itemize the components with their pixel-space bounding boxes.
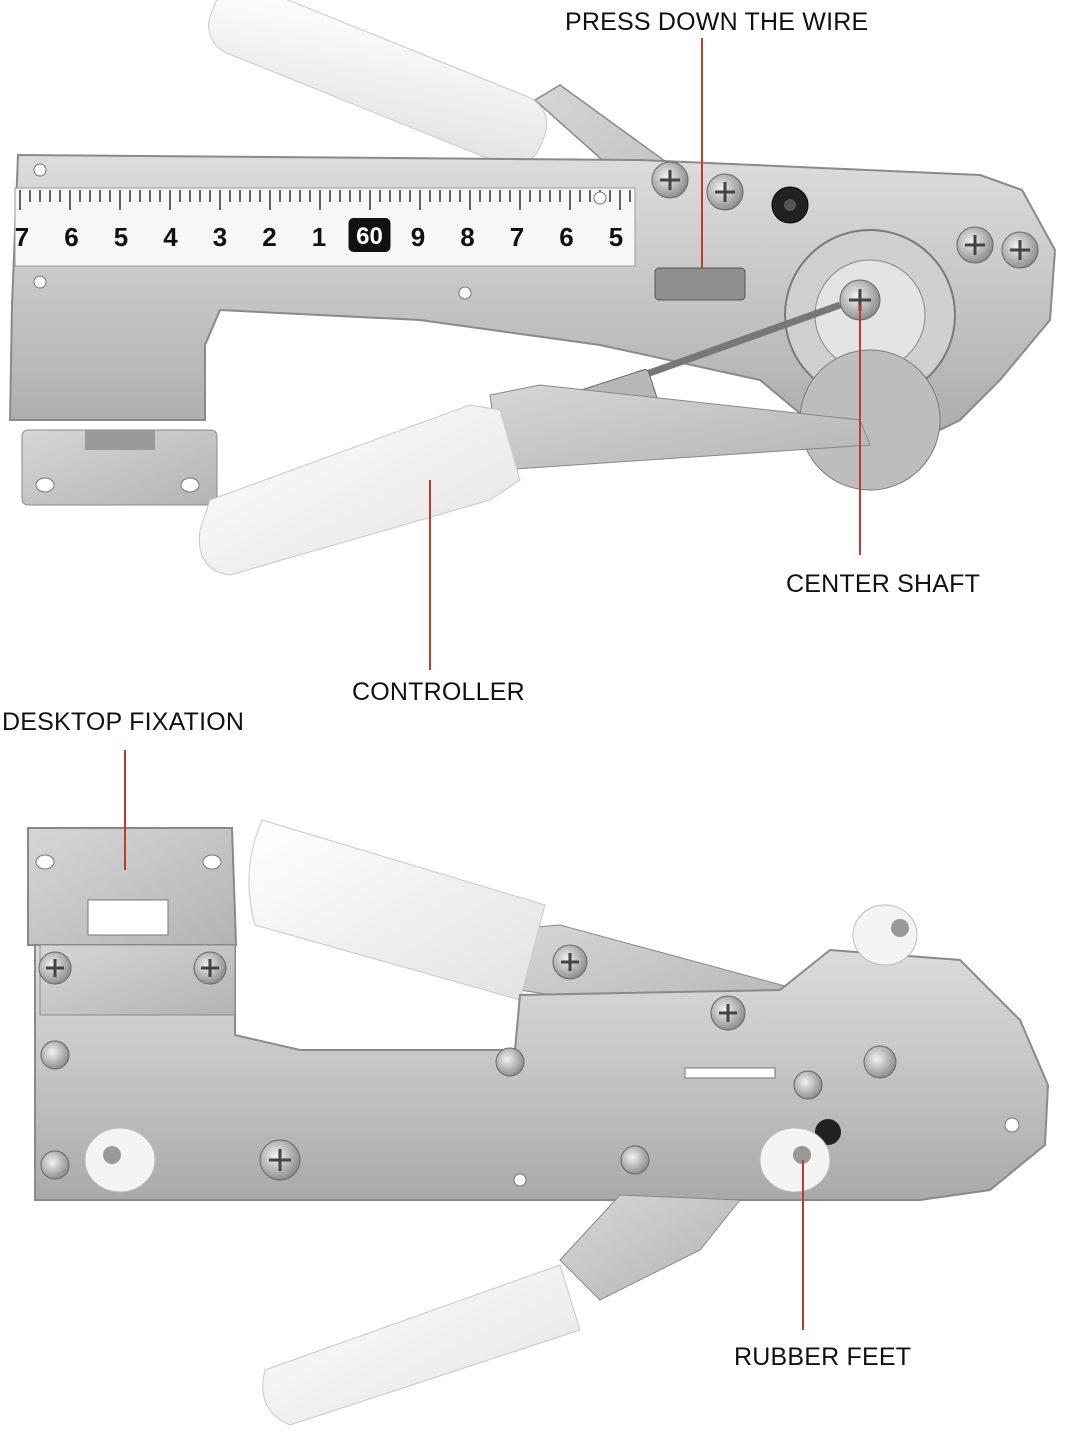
ruler-zero-box	[348, 218, 391, 252]
screw-icon	[620, 1145, 650, 1175]
bottom-tool	[27, 819, 1050, 1426]
screw-icon	[552, 944, 588, 980]
measuring-ruler	[14, 187, 636, 267]
screw-icon	[40, 1040, 70, 1070]
lower-handle	[262, 1264, 581, 1426]
rubber-foot	[84, 1127, 156, 1193]
plate-hole	[513, 1173, 527, 1187]
controller-handle	[198, 404, 521, 576]
label-center-shaft: CENTER SHAFT	[786, 570, 981, 598]
screw-icon	[495, 1047, 525, 1077]
plate-hole	[33, 163, 47, 177]
screw-icon	[40, 1150, 70, 1180]
ruler-number: 4	[163, 222, 178, 252]
ruler-number: 7	[510, 222, 524, 252]
label-desktop-fixation: DESKTOP FIXATION	[2, 708, 245, 736]
label-rubber-feet: RUBBER FEET	[734, 1343, 912, 1371]
ruler-number: 5	[114, 222, 128, 252]
ruler-number: 5	[609, 222, 623, 252]
screw-icon	[38, 951, 72, 985]
upper-handle	[208, 0, 548, 167]
plate-hole	[593, 191, 607, 205]
ruler-number: 8	[460, 222, 474, 252]
top-tool: 7 6 5 4 3 2 1 60 9 8 7 6 5	[8, 0, 1057, 576]
rubber-foot	[852, 904, 918, 966]
ruler-number: 1	[312, 222, 326, 252]
screw-icon	[193, 951, 227, 985]
ruler-number: 2	[262, 222, 276, 252]
bracket-slot	[87, 899, 169, 936]
callout-lines	[124, 38, 861, 1330]
plate-hole	[458, 286, 472, 300]
ruler-number: 3	[213, 222, 227, 252]
rubber-foot	[759, 1127, 831, 1193]
bracket-hole	[202, 854, 222, 870]
screw-icon	[710, 995, 746, 1031]
ruler-number: 6	[559, 222, 573, 252]
bracket-hole	[35, 477, 55, 493]
plate-hole	[1004, 1117, 1020, 1133]
ruler-ticks	[19, 190, 631, 210]
screw-icon	[956, 226, 994, 264]
label-controller: CONTROLLER	[352, 678, 525, 706]
screw-icon	[651, 161, 689, 199]
plate-hole	[33, 275, 47, 289]
ruler-numbers: 7 6 5 4 3 2 1 60 9 8 7 6 5	[15, 218, 623, 252]
ruler-number: 9	[411, 222, 425, 252]
ruler-number: 60	[356, 223, 383, 250]
screw-icon	[259, 1139, 301, 1181]
ruler-number: 7	[15, 222, 29, 252]
screw-icon	[863, 1045, 897, 1079]
scale-slot	[684, 1067, 776, 1079]
wire-press-block	[654, 267, 746, 301]
screw-icon	[1001, 231, 1039, 269]
upper-handle	[248, 819, 546, 1001]
bracket-hole	[35, 854, 55, 870]
screw-icon	[706, 173, 744, 211]
screw-icon	[793, 1070, 823, 1100]
ruler-number: 6	[64, 222, 78, 252]
label-press-down-the-wire: PRESS DOWN THE WIRE	[565, 8, 869, 36]
bracket-hole	[180, 477, 200, 493]
bracket-slot	[85, 430, 155, 450]
lower-arm	[559, 1194, 742, 1301]
